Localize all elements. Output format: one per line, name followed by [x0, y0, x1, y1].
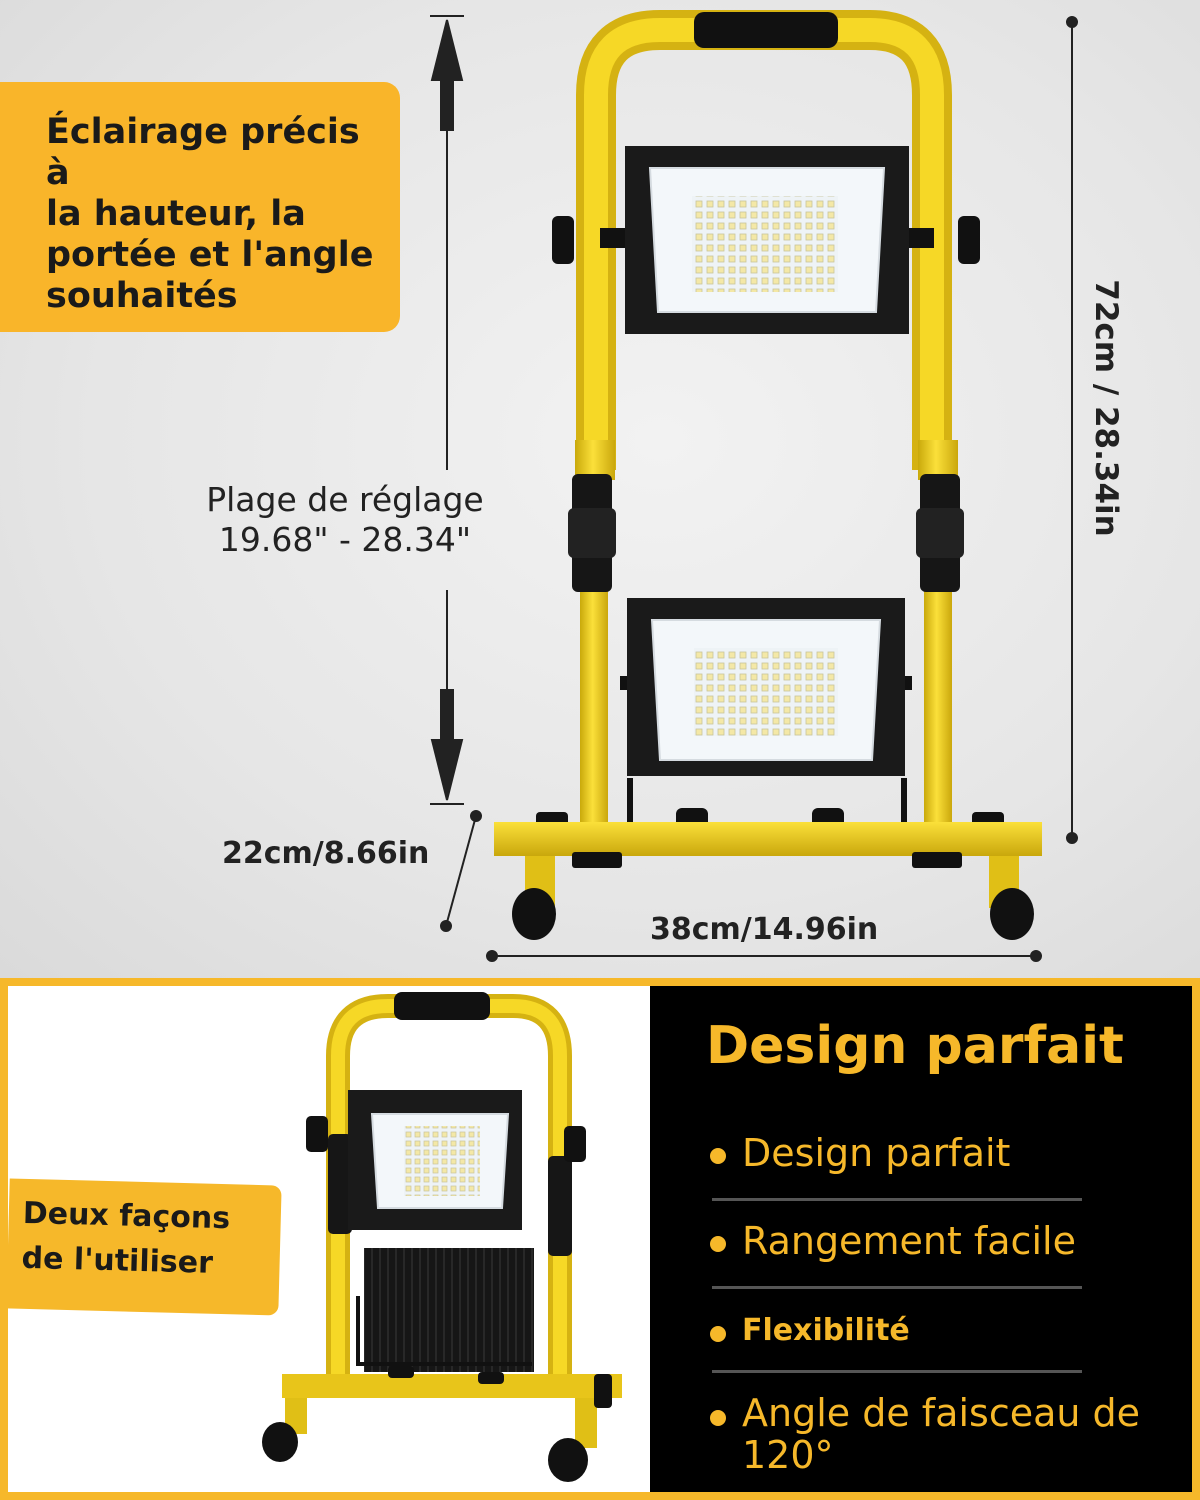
height-adjust-arrow: [430, 15, 464, 805]
bullet-icon: [710, 1410, 726, 1426]
divider: [712, 1198, 1082, 1201]
feature-item-design: Design parfait: [710, 1132, 1150, 1174]
design-features: Design parfait Design parfait Rangement …: [650, 986, 1192, 1492]
upper-floodlight: [552, 146, 980, 334]
feature-label: Design parfait: [742, 1131, 1011, 1175]
dimensions-panel: Éclairage précis à la hauteur, la portée…: [0, 0, 1200, 978]
divider: [712, 1286, 1082, 1289]
folded-light-panel: Deux façons de l'utiliser: [6, 986, 650, 1492]
bullet-icon: [710, 1236, 726, 1252]
depth-dimension-line: [440, 810, 482, 932]
two-ways-callout: Deux façons de l'utiliser: [6, 1178, 282, 1316]
folded-front-light: [306, 1090, 586, 1380]
features-panel: Deux façons de l'utiliser Design parfait…: [0, 978, 1200, 1500]
foot-right: [990, 888, 1034, 940]
bullet-icon: [710, 1326, 726, 1342]
width-dimension-line: [486, 950, 1042, 962]
handle-grip: [694, 12, 838, 48]
knob-left: [552, 216, 574, 264]
adjust-range-label: Plage de réglage 19.68" - 28.34": [160, 480, 530, 560]
two-ways-callout-text: Deux façons de l'utiliser: [21, 1195, 231, 1281]
feature-label: Angle de faisceau de 120°: [742, 1391, 1141, 1477]
feature-item-flexibility: Flexibilité: [710, 1310, 1150, 1352]
divider: [712, 1370, 1082, 1373]
stand-base: [494, 812, 1042, 940]
precision-callout-text: Éclairage précis à la hauteur, la portée…: [46, 112, 374, 316]
foot-left: [512, 888, 556, 940]
bullet-icon: [710, 1148, 726, 1164]
design-title: Design parfait: [706, 1016, 1124, 1076]
stand-frame: [568, 10, 964, 840]
feature-label: Rangement facile: [742, 1219, 1076, 1263]
folded-back-light: [356, 1248, 534, 1372]
feature-item-beam-angle: Angle de faisceau de 120°: [710, 1392, 1150, 1476]
width-dimension-text: 38cm/14.96in: [650, 912, 879, 947]
lower-floodlight: [620, 598, 912, 829]
feature-item-storage: Rangement facile: [710, 1220, 1150, 1262]
feature-label: Flexibilité: [742, 1313, 910, 1348]
folded-light-illustration: [262, 992, 622, 1482]
height-dimension-line: [1066, 16, 1078, 844]
folded-stand-base: [262, 1366, 622, 1482]
folded-stand-frame: [326, 992, 572, 1386]
work-light-illustration: [430, 10, 1078, 962]
adjust-range-value: 19.68" - 28.34": [218, 520, 472, 559]
depth-dimension-text: 22cm/8.66in: [222, 836, 430, 871]
knob-right: [958, 216, 980, 264]
adjust-range-title: Plage de réglage: [206, 480, 484, 519]
height-dimension-text: 72cm / 28.34in: [1088, 279, 1124, 537]
precision-callout: Éclairage précis à la hauteur, la portée…: [0, 82, 400, 332]
